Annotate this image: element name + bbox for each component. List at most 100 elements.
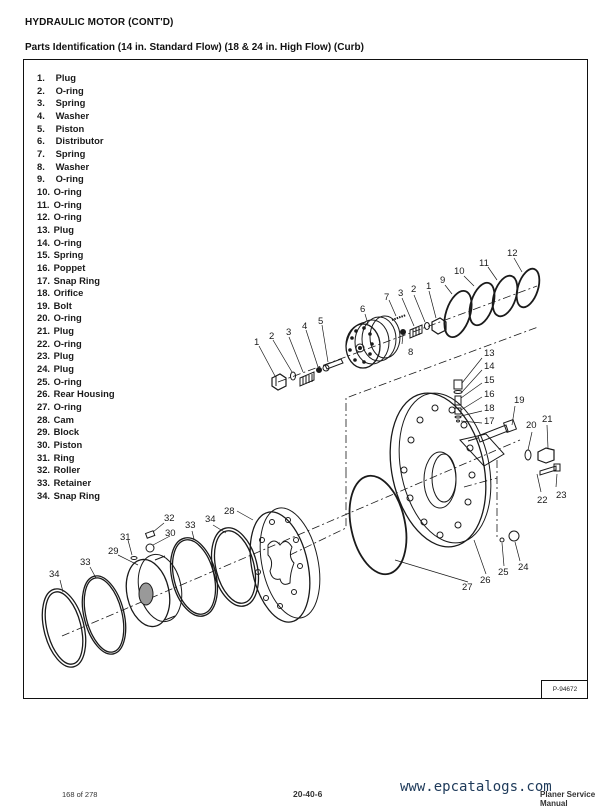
callout-18: 18 [484,403,495,414]
callout-22: 22 [537,495,548,506]
callout-24: 24 [518,562,529,573]
callout-14: 14 [484,361,495,372]
callout-7: 7 [384,292,389,303]
part-name: Plug [53,325,74,337]
parts-list-item: 14. O-ring [37,237,115,250]
parts-list-item: 33. Retainer [37,477,115,490]
parts-list-item: 10. O-ring [37,186,115,199]
watermark: www.epcatalogs.com [400,779,552,795]
part-number: 32. [37,464,51,476]
part-number: 29. [37,426,51,438]
retainer-33b-part [169,537,219,617]
oring-20-part [524,449,532,461]
parts-list-item: 17. Snap Ring [37,275,115,288]
parts-list-item: 15. Spring [37,249,115,262]
part-number: 27. [37,401,51,413]
callout-28: 28 [224,506,235,517]
callout-30: 30 [165,528,176,539]
callout-33a: 33 [80,557,91,568]
parts-list-item: 31. Ring [37,452,115,465]
part-number: 33. [37,477,51,488]
part-name: O-ring [53,198,82,210]
parts-list-item: 6. Distributor [37,135,115,148]
part-number: 19. [37,299,51,311]
part-name: Piston [55,122,85,134]
callout-9: 9 [440,275,445,286]
parts-list-item: 16. Poppet [37,262,115,275]
callout-labels: 1 2 3 4 5 6 7 3 2 1 8 9 10 11 12 13 14 1… [49,248,567,593]
callout-10: 10 [454,266,465,277]
parts-list-item: 18. Orifice [37,287,115,300]
callout-20: 20 [526,420,537,431]
parts-list-item: 11. O-ring [37,199,115,212]
part-number: 17. [37,274,51,286]
callout-1a: 1 [254,337,259,348]
distributor-6-part [345,315,401,369]
parts-list-item: 7. Spring [37,148,115,161]
oring-2b-part [424,322,430,330]
oring-11-part [491,274,519,318]
part-number: 18. [37,287,51,299]
parts-list-item: 4. Washer [37,110,115,123]
parts-list-item: 32. Roller [37,464,115,477]
part-number: 7. [37,147,45,159]
part-number: 15. [37,249,51,261]
bolt-19-part [467,418,518,443]
spring-3a-part [299,371,315,387]
part-name: O-ring [53,401,82,413]
part-number: 1. [37,72,45,83]
manual-title: Planer Service Manual [540,790,596,808]
part-name: O-ring [55,173,84,185]
callout-34b: 34 [205,514,216,525]
parts-list-item: 19. Bolt [37,300,115,313]
piston-5-part [322,358,344,372]
part-number: 2. [37,84,45,96]
part-name: Washer [55,160,90,172]
part-name: Plug [53,350,74,362]
part-name: Spring [53,249,84,261]
callout-33b: 33 [185,520,196,531]
retainer-33a-part [81,575,127,655]
parts-list-item: 1. Plug [37,72,115,85]
part-name: Plug [53,223,74,235]
parts-list-item: 26. Rear Housing [37,388,115,401]
part-name: Snap Ring [53,489,100,501]
part-number: 31. [37,451,51,463]
part-number: 22. [37,337,51,349]
callout-6: 6 [360,304,365,315]
callout-8: 8 [408,347,413,358]
part-number: 28. [37,413,51,425]
roller-32-part [144,530,156,539]
callout-17: 17 [484,416,495,427]
plug-1a-part [271,373,287,391]
washer-8-part [400,329,406,335]
part-number: 25. [37,375,51,387]
part-name: Spring [55,147,86,159]
part-number: 23. [37,350,51,362]
part-number: 4. [37,109,45,121]
part-number: 30. [37,439,51,451]
callout-2b: 2 [411,284,416,295]
plug-23-part [539,463,561,476]
rear-housing-26-part [389,392,505,548]
part-name: O-ring [53,312,82,324]
part-name: Cam [53,413,74,425]
callout-3b: 3 [398,288,403,299]
callout-19: 19 [514,395,525,406]
part-name: Spring [55,97,86,109]
part-name: Piston [53,439,83,451]
part-number: 3. [37,97,45,109]
parts-list-item: 8. Washer [37,161,115,174]
snap-ring-34b-part [210,527,260,607]
callout-32: 32 [164,513,175,524]
part-name: O-ring [53,236,82,248]
callout-5: 5 [318,316,323,327]
parts-list-item: 23. Plug [37,350,115,363]
parts-list-item: 21. Plug [37,325,115,338]
oring-9-part [443,289,473,339]
parts-list-item: 12. O-ring [37,211,115,224]
part-name: O-ring [53,185,82,197]
part-name: Ring [53,451,75,463]
part-name: Roller [53,464,81,476]
